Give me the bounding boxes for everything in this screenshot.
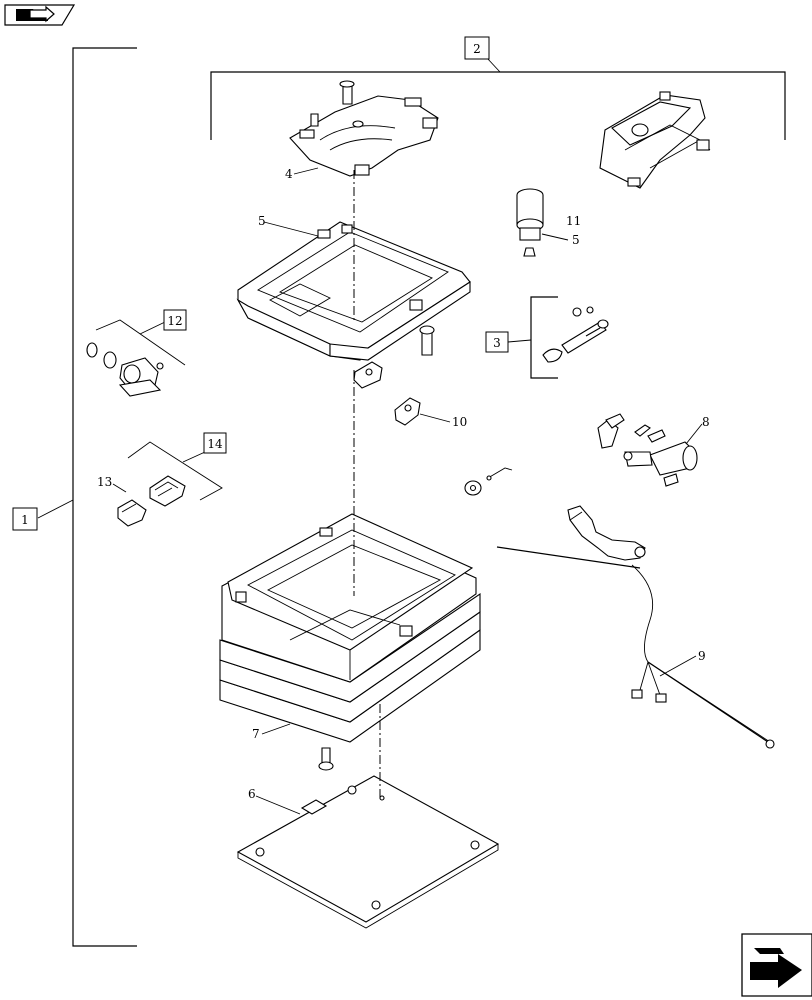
callout-2: 2 <box>464 36 490 60</box>
callout-7-label: 7 <box>252 727 260 741</box>
bottom-nav-button[interactable] <box>741 933 812 997</box>
part-bolt <box>318 747 334 771</box>
callout-2-label: 2 <box>473 42 481 56</box>
callout-5a-label: 5 <box>258 214 266 228</box>
callout-12: 12 <box>163 309 187 331</box>
next-page-arrow-icon <box>750 948 802 988</box>
callout-6-label: 6 <box>248 787 256 801</box>
part-14-connector <box>149 475 186 507</box>
callout-11-label: 11 <box>566 214 581 228</box>
book-arrow-icon <box>16 5 55 23</box>
part-13-plug <box>117 499 147 527</box>
callout-8-label: 8 <box>702 415 710 429</box>
callout-1: 1 <box>12 507 38 531</box>
part-10-lever <box>394 397 421 426</box>
part-bushing <box>464 467 513 496</box>
part-4-swivel-plate <box>289 80 439 177</box>
callout-10-label: 10 <box>452 415 467 429</box>
callout-14-label: 14 <box>207 437 223 451</box>
part-2-swivel-mechanism <box>599 91 711 189</box>
top-nav-button[interactable] <box>4 4 76 26</box>
callout-14: 14 <box>203 432 227 454</box>
callout-5b-label: 5 <box>572 233 580 247</box>
part-3-gas-spring <box>542 306 609 363</box>
part-9-cable-harness <box>496 505 775 749</box>
part-6-base-plate <box>236 775 500 929</box>
callout-1-label: 1 <box>21 513 29 527</box>
callout-13-label: 13 <box>97 475 112 489</box>
part-8-damper <box>597 413 698 487</box>
callout-3: 3 <box>485 331 509 353</box>
assembly-bracket <box>72 47 137 947</box>
subassembly-bracket <box>210 71 786 140</box>
callout-3-bracket <box>530 296 558 379</box>
callout-3-label: 3 <box>493 336 501 350</box>
part-12-switch <box>86 342 164 397</box>
callout-12-label: 12 <box>167 314 182 328</box>
part-7-bellows <box>219 513 481 743</box>
callout-9-label: 9 <box>698 649 706 663</box>
callout-4-label: 4 <box>285 167 293 181</box>
part-11-adjust-knob <box>516 188 544 257</box>
